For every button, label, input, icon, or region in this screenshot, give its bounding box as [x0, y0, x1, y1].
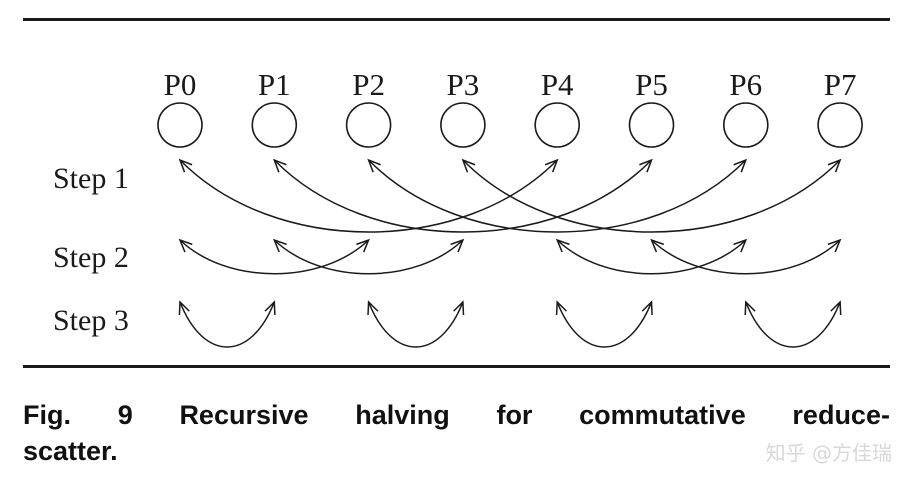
arrowhead-p5	[639, 158, 653, 173]
node-circle-p0	[157, 102, 203, 148]
exchange-arc-p6-p7	[745, 301, 841, 348]
arrowhead-p1	[264, 300, 276, 316]
caption-word: 9	[117, 400, 133, 430]
node-label-p1: P1	[258, 67, 291, 102]
arrowhead-p1	[273, 158, 287, 173]
arrowhead-p7	[827, 238, 842, 253]
node-label-p0: P0	[164, 67, 197, 102]
exchange-arc-p3-p7	[462, 159, 841, 233]
node-circle-p2	[345, 102, 392, 148]
caption-word: Recursive	[179, 400, 309, 430]
arrowhead-p3	[450, 238, 465, 253]
node-label-p7: P7	[824, 67, 857, 102]
exchange-arc-p5-p7	[650, 239, 841, 275]
arrowhead-p2	[367, 158, 381, 173]
watermark: 知乎 @方佳瑞	[765, 441, 892, 465]
exchange-arc-p2-p6	[368, 159, 747, 233]
arrowhead-p4	[544, 158, 559, 173]
exchange-arc-p0-p4	[179, 159, 558, 233]
node-label-p4: P4	[541, 67, 574, 102]
arrowhead-p3	[461, 158, 476, 173]
arrowhead-p2	[367, 300, 379, 316]
caption-word: halving	[355, 400, 450, 430]
caption-word: Fig.	[23, 400, 71, 430]
arrowhead-p0	[178, 158, 193, 173]
arrowhead-p0	[178, 238, 193, 253]
exchange-arc-p1-p3	[273, 239, 464, 275]
bottom-rule	[23, 365, 890, 368]
arrowhead-p5	[650, 238, 664, 253]
node-label-p3: P3	[447, 67, 480, 102]
caption-line-2: scatter.	[23, 436, 118, 466]
caption-word: reduce-	[792, 400, 890, 430]
exchange-arc-p0-p1	[179, 301, 275, 348]
arrowhead-p4	[555, 300, 568, 316]
node-label-p2: P2	[352, 67, 385, 102]
node-circle-p5	[628, 102, 675, 148]
node-circle-p3	[440, 102, 486, 148]
arrowhead-p2	[356, 238, 370, 253]
top-rule	[23, 18, 890, 21]
step-label-3: Step 3	[53, 304, 129, 337]
exchange-arc-p4-p6	[556, 239, 747, 275]
arrowhead-p6	[733, 238, 748, 253]
arrowhead-p7	[827, 158, 842, 173]
node-circle-p7	[817, 102, 863, 148]
step-label-2: Step 2	[53, 241, 129, 274]
node-label-p6: P6	[729, 67, 762, 102]
exchange-arc-p4-p5	[556, 301, 653, 348]
step-label-1: Step 1	[53, 162, 129, 195]
arrowhead-p1	[272, 238, 287, 253]
node-circle-p6	[722, 102, 769, 148]
node-label-p5: P5	[635, 67, 668, 102]
arrowhead-p7	[830, 300, 842, 316]
arrowhead-p0	[178, 300, 190, 316]
node-circle-p4	[534, 102, 581, 148]
node-circle-p1	[251, 102, 298, 148]
caption-line-1: Fig. 9 Recursive halving for commutative…	[23, 397, 890, 433]
caption-word: commutative	[579, 400, 746, 430]
exchange-arc-p2-p3	[367, 301, 464, 348]
exchange-arc-p1-p5	[273, 159, 653, 233]
arrowhead-p6	[733, 158, 748, 173]
arrowhead-p3	[453, 300, 465, 316]
exchange-arc-p0-p2	[179, 239, 370, 275]
caption-word: for	[496, 400, 533, 430]
arrowhead-p5	[641, 300, 653, 316]
arrowhead-p4	[555, 238, 570, 253]
arrowhead-p6	[744, 300, 756, 316]
figure-caption: Fig. 9 Recursive halving for commutative…	[23, 397, 890, 469]
